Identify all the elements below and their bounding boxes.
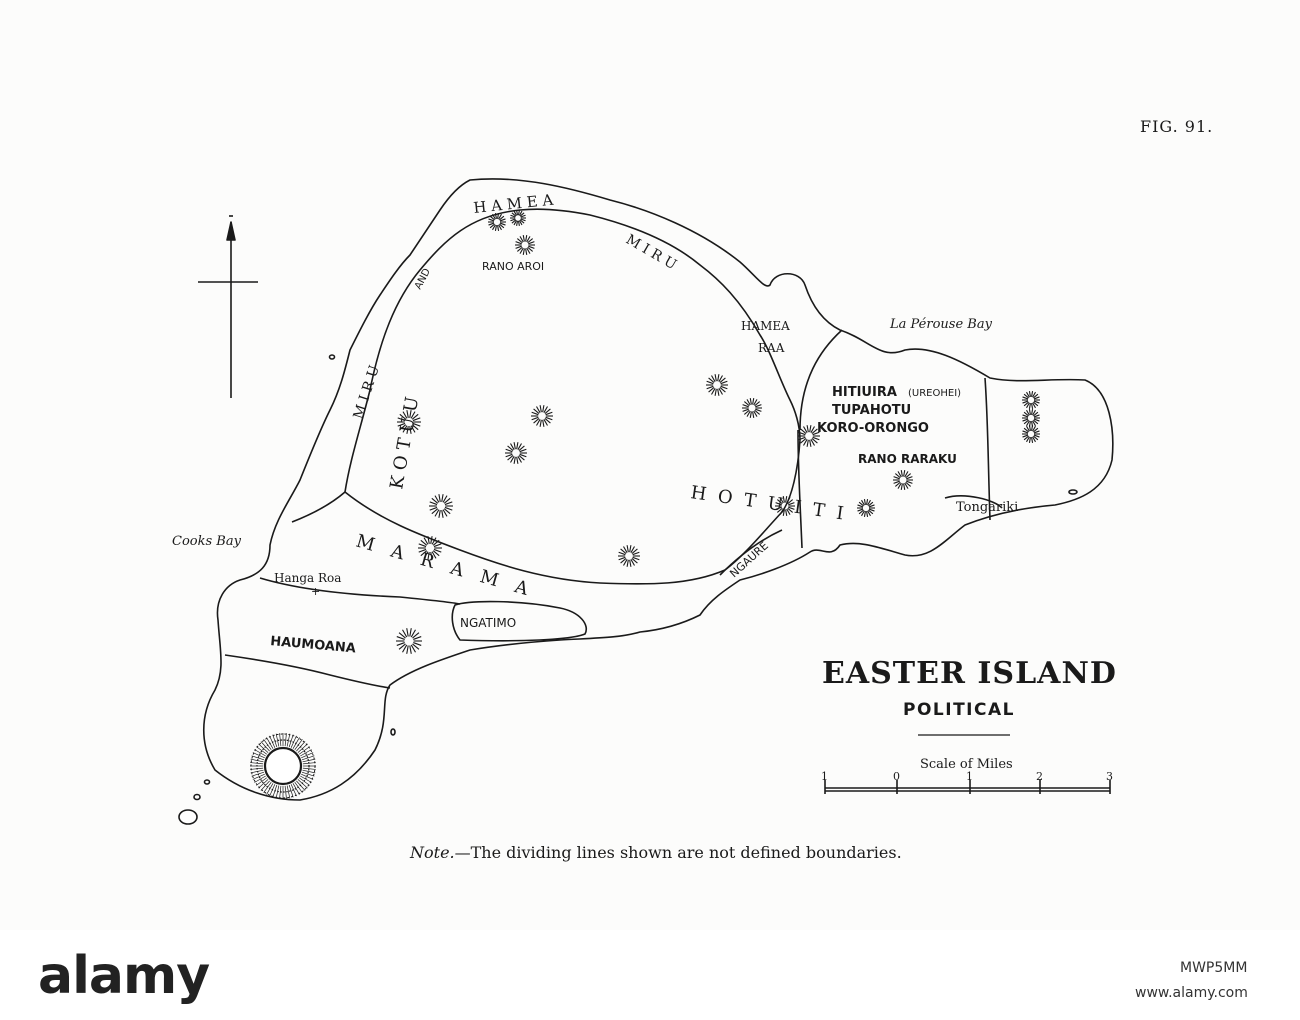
watermark-bar <box>0 930 1300 1020</box>
label-rano-aroi: RANO AROI <box>482 260 544 273</box>
volcanic-cone <box>510 210 526 226</box>
page-title: EASTER ISLAND <box>822 656 1117 691</box>
watermark-image-id: MWP5MM <box>1180 960 1248 976</box>
label-raa: RAA <box>758 341 785 355</box>
island-map: 1 0 1 2 3 H A M E A M I R U AND M I R U … <box>172 178 1114 825</box>
page-subtitle: POLITICAL <box>903 700 1015 720</box>
scale-tick: 2 <box>1036 770 1043 783</box>
volcanic-cone <box>742 398 762 418</box>
map-note: Note.—The dividing lines shown are not d… <box>410 843 902 862</box>
note-prefix: Note. <box>410 843 455 862</box>
label-rano-raraku: RANO RARAKU <box>858 452 957 466</box>
volcanic-cone <box>396 628 422 654</box>
note-text: —The dividing lines shown are not define… <box>454 843 902 862</box>
kotuu-boundary <box>344 208 801 585</box>
volcanic-cone <box>618 545 640 567</box>
island-coastline <box>202 178 1114 801</box>
scale-label: Scale of Miles <box>920 757 1013 772</box>
boundary-line <box>944 495 1003 509</box>
label-la-perouse-bay: La Pérouse Bay <box>889 317 993 332</box>
volcanic-cone <box>418 536 442 560</box>
islet <box>178 809 198 825</box>
label-miru-top: M I R U <box>623 232 679 274</box>
boundary-line <box>797 429 803 549</box>
map-page: 1 0 1 2 3 H A M E A M I R U AND M I R U … <box>172 117 1214 862</box>
volcanic-cone <box>893 470 913 490</box>
label-koro-orongo: KORO-ORONGO <box>817 421 929 436</box>
volcanic-cone <box>706 374 728 396</box>
label-miru-left: M I R U <box>351 363 383 421</box>
volcanic-cone <box>531 405 553 427</box>
volcanic-cone <box>798 425 820 447</box>
boundary-line <box>799 329 843 431</box>
volcanic-cone <box>488 213 506 231</box>
volcanic-cone <box>515 235 535 255</box>
crater-icon <box>250 733 316 799</box>
volcanic-cone <box>429 494 453 518</box>
label-ngatimo: NGATIMO <box>460 616 516 630</box>
label-hamea-top: H A M E A <box>473 191 555 217</box>
volcanic-cone <box>857 499 875 517</box>
hanga-roa-marker: + <box>311 585 320 598</box>
volcanic-cone <box>397 410 421 434</box>
boundary-line <box>259 577 461 605</box>
boundary-line <box>719 529 783 576</box>
volcanic-cone <box>1022 425 1040 443</box>
boundary-line <box>984 377 991 521</box>
volcanic-cone <box>1022 391 1040 409</box>
label-hanga-roa: Hanga Roa <box>274 571 341 585</box>
label-tupahotu: TUPAHOTU <box>832 403 911 418</box>
boundary-line <box>291 491 346 523</box>
label-tongariki: Tongariki <box>956 500 1018 515</box>
islet <box>328 354 336 360</box>
label-and: AND <box>413 267 433 292</box>
label-hotuiti: H O T U I T I <box>689 482 848 525</box>
scale-tick: 1 <box>821 770 828 783</box>
label-hitiuira: HITIUIRA <box>832 385 897 400</box>
islet <box>1068 489 1078 495</box>
label-cooks-bay: Cooks Bay <box>172 534 242 549</box>
scale-tick: 3 <box>1106 770 1113 783</box>
scale-tick: 1 <box>966 770 973 783</box>
label-kotuu: K O T U U <box>386 395 423 491</box>
volcanic-cone <box>775 496 795 516</box>
label-ureohei: (UREOHEI) <box>908 388 961 399</box>
islet <box>193 793 201 801</box>
boundary-line <box>224 654 391 689</box>
watermark-site: www.alamy.com <box>1135 985 1248 1001</box>
label-ngaure: NGAURE <box>727 539 771 580</box>
volcanic-cone <box>1022 409 1040 427</box>
north-arrow-head <box>226 221 236 241</box>
islet <box>203 779 211 785</box>
scale-tick: 0 <box>893 770 900 783</box>
label-haumoana: HAUMOANA <box>270 634 357 656</box>
label-hamea: HAMEA <box>741 319 790 333</box>
watermark-brand: alamy <box>38 946 210 1006</box>
volcanic-cone <box>505 442 527 464</box>
boundary-line <box>451 600 587 642</box>
figure-label: FIG. 91. <box>1140 117 1214 136</box>
islet <box>390 728 396 736</box>
